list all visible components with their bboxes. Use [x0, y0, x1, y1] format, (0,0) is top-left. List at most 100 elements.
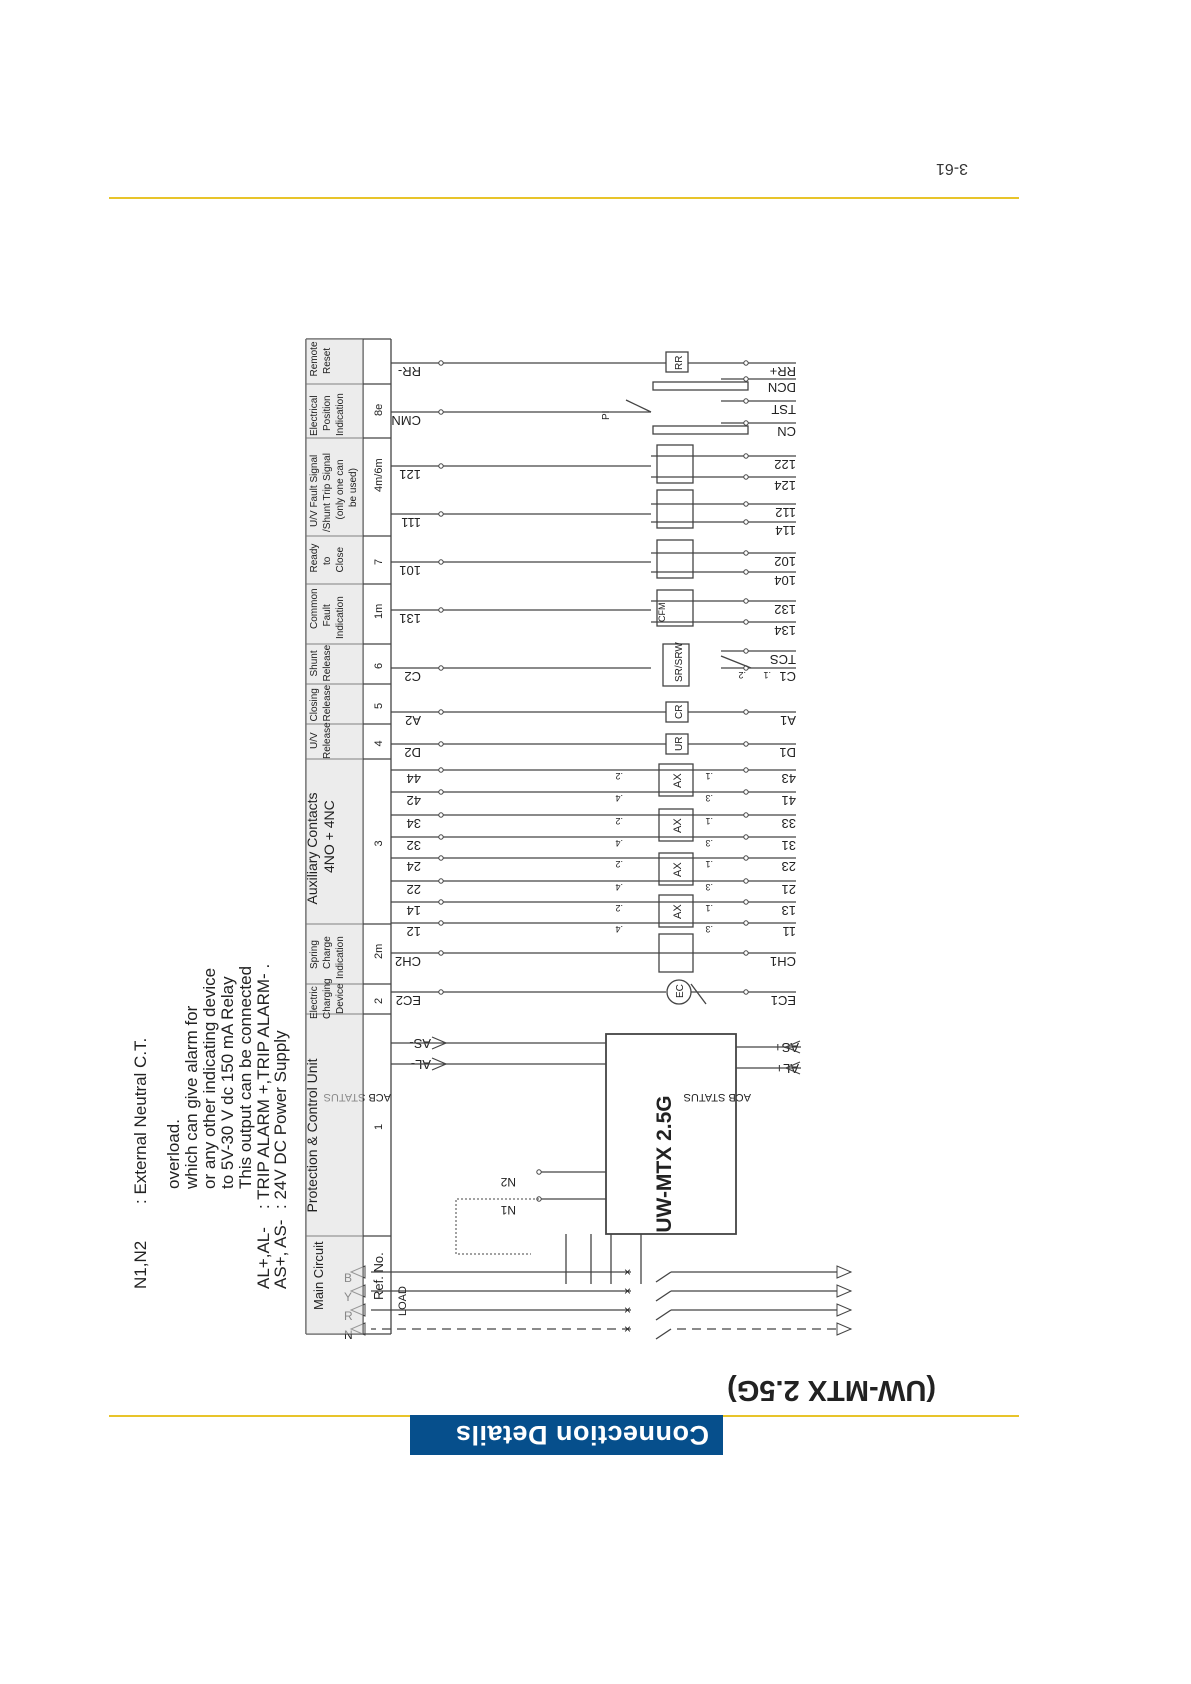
aux-pin-label: .2 [615, 903, 623, 913]
terminal-dot [743, 767, 749, 773]
terminal-dot [743, 789, 749, 795]
breaker-contact [655, 1328, 672, 1340]
cr-right-terminal: A2 [405, 713, 421, 728]
epi-bar [652, 425, 749, 435]
phase-arrow-left [836, 1303, 853, 1317]
terminal-dot [743, 878, 749, 884]
ur-right-terminal: D2 [404, 745, 421, 760]
table-header-main: Main Circuit [311, 1241, 326, 1310]
terminal-dot [743, 501, 749, 507]
phase-label: N [344, 1328, 353, 1342]
aux-pin-label: .1 [705, 903, 713, 913]
aux-nc-terminal: 13 [782, 903, 796, 918]
aux-pin-label: .1 [705, 859, 713, 869]
neutral-ct-wire [455, 1198, 539, 1255]
unit-label: UW-MTX 2.5G [653, 1095, 676, 1232]
arrow-marker [431, 1057, 448, 1071]
rtc-terminal-b: 102 [774, 554, 796, 569]
aux-pin-label: .4 [615, 838, 623, 848]
ec-left-terminal: EC1 [771, 993, 796, 1008]
terminal-dot [438, 855, 444, 861]
terminal-dot [743, 360, 749, 366]
aux-nc-terminal: 43 [782, 771, 796, 786]
terminal-dot [743, 376, 749, 382]
terminal-dot [743, 569, 749, 575]
aux-pin-label: .3 [705, 924, 713, 934]
terminal-dot [743, 598, 749, 604]
table-row-desc: Fault [322, 604, 333, 626]
terminal-dot [743, 648, 749, 654]
table-fill [305, 338, 364, 1335]
table-row-ref: 2m [373, 944, 385, 959]
aux-pin-label: .2 [615, 816, 623, 826]
terminal-dot [438, 920, 444, 926]
terminal-dot [743, 834, 749, 840]
terminal-dot [438, 789, 444, 795]
aux-pin-label: .1 [705, 816, 713, 826]
phase-arrow-left [836, 1284, 853, 1298]
table-row-desc: Indication [335, 936, 346, 979]
aux-pin-label: .3 [705, 838, 713, 848]
terminal-dot [438, 989, 444, 995]
terminal-dot [743, 474, 749, 480]
rtc-switch [656, 539, 694, 579]
table-row-desc: Release [322, 684, 333, 721]
terminal-dot [743, 989, 749, 995]
terminal-dot [743, 519, 749, 525]
terminal-dot [438, 709, 444, 715]
ch-left-terminal: CH1 [770, 954, 796, 969]
stf-terminal-a: 124 [774, 478, 796, 493]
table-row-ref: 2 [373, 998, 385, 1004]
aux-nc-terminal: 11 [783, 924, 797, 939]
arrow-marker [784, 1040, 801, 1054]
cr-left-terminal: A1 [780, 713, 796, 728]
aux-pin-label: .3 [705, 793, 713, 803]
aux-pin-label: .4 [615, 882, 623, 892]
table-row-desc: Common [309, 588, 320, 629]
sr-left-terminal: C1 [779, 669, 796, 684]
epi-terminal-dcn: DCN [768, 380, 796, 395]
note-text: : TRIP ALARM +,TRIP ALARM- . [254, 964, 273, 1209]
table-row-ref: 1 [373, 1124, 385, 1130]
table-row-desc: Remote [309, 341, 320, 376]
breaker-x: × [624, 1284, 631, 1298]
terminal-dot [438, 511, 444, 517]
terminal-dot [438, 950, 444, 956]
protection-unit-box [605, 1033, 737, 1235]
sr-device-label: SR/SRW [674, 642, 685, 682]
table-row-desc: Auxiliary Contacts [304, 792, 320, 904]
table-row-ref: 5 [373, 703, 385, 709]
terminal-dot [438, 899, 444, 905]
table-row-desc: Shunt [309, 650, 320, 676]
note-key: N1,N2 [131, 1241, 150, 1289]
note-text: This output can be connected [236, 966, 255, 1189]
rr-device-label: RR [674, 356, 685, 370]
acb-status-right-title: ACB STATUS [684, 1091, 751, 1103]
table-row-desc: Electric [309, 986, 320, 1019]
aux-pin-label: .2 [615, 771, 623, 781]
aux-nc-terminal: 33 [782, 816, 796, 831]
rr-coil [665, 351, 689, 373]
table-row-ref: 4 [373, 740, 385, 746]
stf-common-terminal: 121 [399, 467, 421, 482]
uvf-switch [656, 489, 694, 529]
terminal-dot [438, 409, 444, 415]
table-row-desc: Indication [335, 596, 346, 639]
terminal-dot [743, 741, 749, 747]
aux-nc-terminal: 31 [782, 838, 796, 853]
rtc-terminal-a: 104 [774, 573, 796, 588]
note-text: which can give alarm for [182, 1005, 201, 1190]
cfm-switch [656, 589, 694, 627]
aux-contact-box [658, 852, 694, 886]
uvf-common-terminal: 111 [401, 515, 421, 530]
aux-no-terminal: 34 [407, 816, 421, 831]
breaker-x: × [624, 1322, 631, 1336]
terminal-dot [743, 812, 749, 818]
terminal-dot [438, 559, 444, 565]
spring-charge-switch [658, 933, 694, 973]
aux-pin-label: .2 [615, 859, 623, 869]
table-row-ref: 3 [373, 840, 385, 846]
table-row-desc: Charging [322, 978, 333, 1019]
epi-bar [652, 381, 749, 391]
